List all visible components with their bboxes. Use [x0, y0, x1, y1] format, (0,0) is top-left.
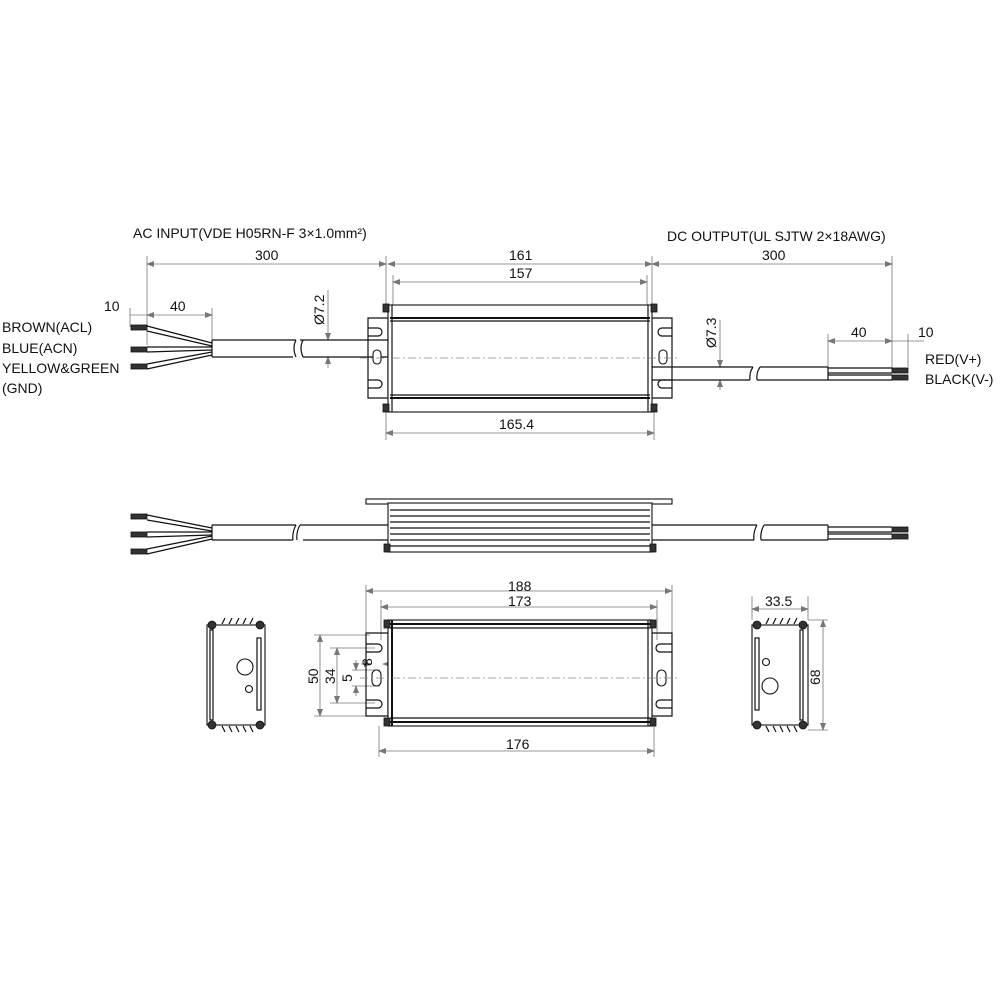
ac-cable [130, 324, 388, 370]
dim-50: 50 [305, 668, 321, 684]
enclosure-top [360, 303, 680, 413]
dim-ac-10: 10 [104, 298, 120, 314]
left-end-view [206, 617, 266, 733]
label-blue: BLUE(ACN) [2, 340, 77, 356]
dim-dc-cable-300: 300 [762, 247, 786, 263]
dim-68: 68 [807, 669, 823, 685]
enclosure-bottom [360, 619, 680, 727]
label-brown: BROWN(ACL) [2, 319, 92, 335]
dim-5-left: 5 [339, 674, 355, 682]
dim-157: 157 [509, 265, 533, 281]
dim-173: 173 [508, 593, 532, 609]
dc-cable [652, 366, 909, 381]
dim-dc-10: 10 [918, 324, 934, 340]
dim-ac-diameter: Ø7.2 [311, 294, 327, 325]
dim-dc-diameter: Ø7.3 [703, 317, 719, 348]
dim-176: 176 [506, 736, 530, 752]
side-view [130, 498, 909, 555]
label-red: RED(V+) [925, 351, 981, 367]
top-view: AC INPUT(VDE H05RN-F 3×1.0mm²) DC OUTPUT… [2, 225, 993, 440]
bottom-view: 188 173 176 50 34 5 8 5 [305, 578, 680, 757]
dim-dc-40: 40 [851, 324, 867, 340]
right-end-view: 33.5 68 [751, 593, 828, 733]
dim-34: 34 [322, 668, 338, 684]
dim-8: 8 [359, 658, 375, 666]
dim-165-4: 165.4 [499, 416, 534, 432]
label-yellow-green: YELLOW&GREEN [2, 360, 119, 376]
dim-188: 188 [508, 578, 532, 594]
label-black: BLACK(V-) [925, 371, 993, 387]
dc-output-title: DC OUTPUT(UL SJTW 2×18AWG) [667, 228, 886, 244]
dim-ac-40: 40 [170, 298, 186, 314]
ac-input-title: AC INPUT(VDE H05RN-F 3×1.0mm²) [133, 225, 367, 241]
dim-33-5: 33.5 [765, 593, 792, 609]
dim-ac-cable-300: 300 [255, 247, 279, 263]
label-gnd: (GND) [2, 380, 42, 396]
dim-161: 161 [509, 247, 533, 263]
